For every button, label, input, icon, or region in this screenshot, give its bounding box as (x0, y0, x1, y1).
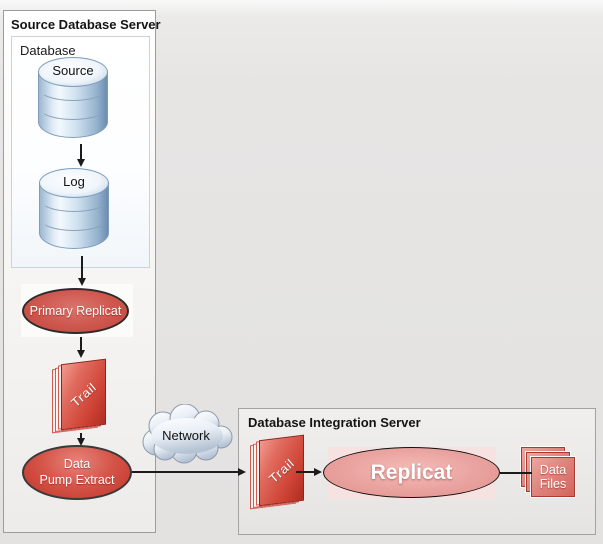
trail-document-target-icon: Trail (250, 434, 304, 512)
cylinder-top-face (38, 57, 108, 87)
data-pump-extract-ellipse: Data Pump Extract (22, 445, 132, 500)
log-cylinder-label: Log (63, 174, 85, 189)
cylinder-band (39, 205, 109, 231)
source-database-cylinder-icon: Source (38, 57, 110, 145)
data-files-icon: Data Files (520, 447, 578, 500)
database-label: Database (20, 43, 76, 58)
source-server-title: Source Database Server (11, 17, 161, 32)
primary-replicat-label: Primary Replicat (29, 304, 122, 318)
integration-server-title: Database Integration Server (248, 415, 421, 430)
cylinder-band (38, 94, 108, 120)
source-database-server-panel: Source Database Server Database Source L… (3, 10, 161, 533)
arrow-primary-replicat-to-trail (77, 337, 84, 358)
arrow-data-pump-to-target-trail (132, 468, 246, 475)
trail-source-label: Trail (68, 379, 99, 410)
primary-replicat-ellipse: Primary Replicat (22, 288, 129, 334)
trail-target-label: Trail (266, 455, 297, 486)
cylinder-top-face (39, 168, 109, 198)
source-cylinder-label: Source (52, 63, 94, 78)
arrow-trail-to-replicat (296, 468, 322, 475)
network-cloud-icon: Network (136, 404, 236, 466)
replicat-label: Replicat (370, 460, 453, 484)
document-cover: Trail (61, 358, 106, 431)
cloud-shape (142, 404, 233, 464)
data-file-sheet: Data Files (531, 457, 575, 497)
arrow-log-to-primary-replicat (78, 256, 85, 286)
network-label: Network (162, 428, 210, 443)
data-pump-label-line1: Data (63, 456, 91, 471)
database-box: Database Source Log (11, 36, 150, 268)
replicat-ellipse: Replicat (323, 447, 500, 498)
arrow-source-to-log (77, 144, 84, 167)
log-database-cylinder-icon: Log (39, 168, 111, 256)
data-files-label-line1: Data (539, 462, 567, 477)
connector-replicat-to-data-files (500, 472, 532, 474)
arrow-trail-to-data-pump (77, 433, 84, 446)
data-files-label-line2: Files (539, 477, 567, 491)
trail-document-source-icon: Trail (52, 358, 106, 436)
data-pump-label-line2: Pump Extract (39, 472, 115, 487)
